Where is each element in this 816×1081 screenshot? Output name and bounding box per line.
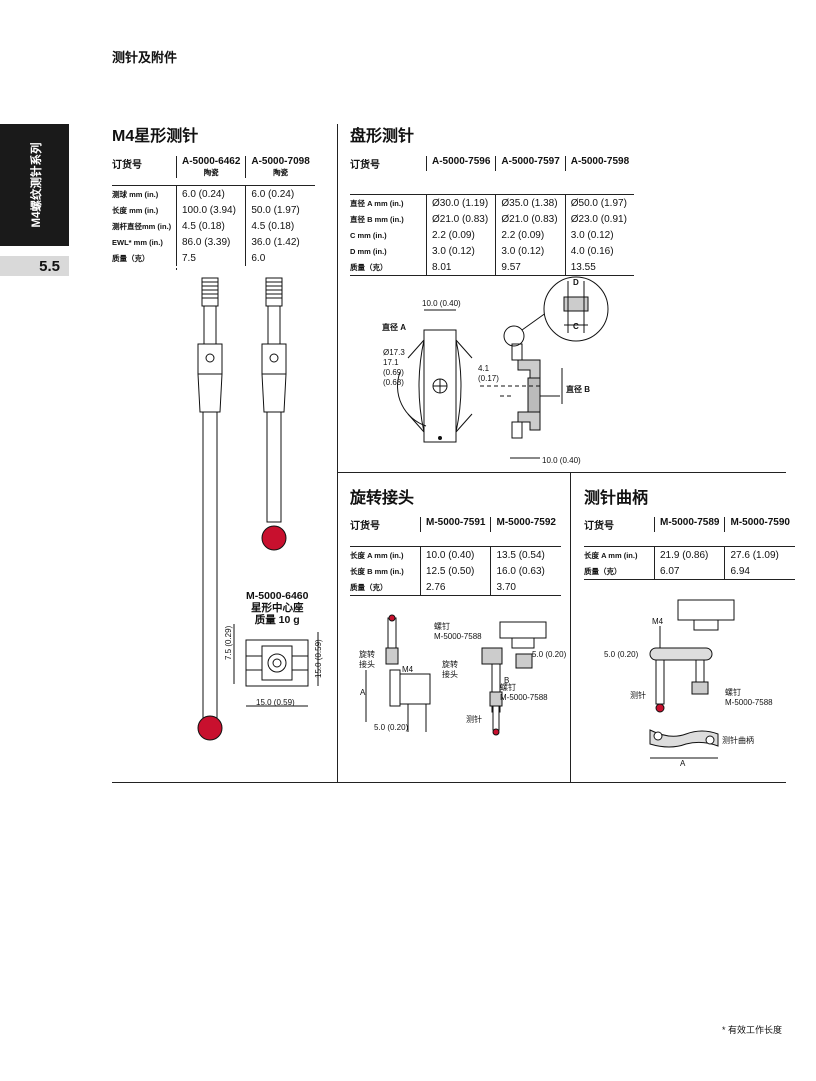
disc-table: 订货号 A-5000-7596 A-5000-7597 A-5000-7598 … [350, 156, 635, 276]
disc-dim-bottom: 10.0 (0.40) [542, 456, 581, 465]
table-row: 质量（克） 7.5 6.0 [112, 250, 315, 266]
ruby-ball-icon [197, 715, 223, 741]
crank-label: 测针曲柄 [722, 736, 754, 745]
swivel-title: 旋转接头 [350, 490, 415, 507]
crank-dim: 5.0 (0.20) [604, 650, 639, 659]
order-label: 订货号 [350, 521, 380, 532]
table-row: 长度 B mm (in.) 12.5 (0.50) 16.0 (0.63) [350, 563, 561, 579]
column-header: M-5000-7591 [419, 517, 491, 532]
order-label: 订货号 [584, 521, 614, 532]
center-dim-height-2: 15.0 (0.59) [314, 639, 323, 678]
table-row: 质量（克） 6.07 6.94 [584, 563, 795, 580]
swivel-table: 订货号 M-5000-7591 M-5000-7592 长度 A mm (in.… [350, 517, 561, 596]
crank-table: 订货号 M-5000-7589 M-5000-7590 长度 A mm (in.… [584, 517, 795, 580]
column-header: A-5000-7596 [425, 156, 496, 171]
table-row: 测杆直径mm (in.) 4.5 (0.18) 4.5 (0.18) [112, 218, 315, 234]
divider-vertical-lower [570, 472, 571, 782]
column-header: M-5000-7592 [490, 517, 561, 532]
footnote: * 有效工作长度 [721, 1025, 782, 1035]
long-stylus [197, 277, 223, 721]
table-row: 质量（克） 8.01 9.57 13.55 [350, 259, 635, 276]
column-header: M-5000-7589 [653, 517, 725, 532]
swivel-b: B [504, 676, 510, 685]
crank-m4: M4 [652, 617, 664, 626]
swivel-joint-label: 旋转接头 [359, 650, 375, 669]
swivel-stylus-label: 测针 [466, 715, 482, 724]
center-block-drawing [233, 624, 319, 707]
page-header: 测针及附件 [112, 50, 178, 65]
short-stylus [261, 277, 287, 523]
disc-detail-drawing [543, 276, 609, 342]
section-number: 5.5 [0, 256, 69, 276]
disc-dim-top: 10.0 (0.40) [422, 299, 461, 308]
swivel-a: A [360, 688, 366, 697]
table-row: 直径 A mm (in.) Ø30.0 (1.19) Ø35.0 (1.38) … [350, 194, 635, 211]
disc-title: 盘形测针 [350, 128, 415, 145]
swivel-dim1: 5.0 (0.20) [374, 723, 409, 732]
ruby-ball-icon [261, 525, 287, 551]
table-row: 直径 B mm (in.) Ø21.0 (0.83) Ø21.0 (0.83) … [350, 211, 635, 227]
center-block-caption: M-5000-6460 星形中心座 质量 10 g [246, 590, 309, 626]
center-dim-height: 7.5 (0.29) [224, 625, 233, 660]
table-row: C mm (in.) 2.2 (0.09) 2.2 (0.09) 3.0 (0.… [350, 227, 635, 243]
table-row: 长度 A mm (in.) 21.9 (0.86) 27.6 (1.09) [584, 546, 795, 563]
disc-drawing [397, 309, 563, 459]
m4-star-stylus-drawing [197, 277, 287, 741]
swivel-dim2: 5.0 (0.20) [532, 650, 567, 659]
column-header: A-5000-7598 [564, 156, 635, 171]
side-tab: M4螺纹测针系列 [0, 124, 69, 246]
swivel-m4: M4 [402, 665, 414, 674]
m4-star-title: M4星形测针 [112, 128, 199, 145]
disc-dia-b-label: 直径 B [566, 385, 590, 394]
center-dim-width: 15.0 (0.59) [256, 698, 295, 707]
swivel-drawing [365, 614, 547, 736]
divider-horizontal-right [338, 472, 786, 473]
crank-title: 测针曲柄 [584, 490, 649, 507]
disc-d-label: D [573, 278, 579, 287]
table-row: D mm (in.) 3.0 (0.12) 3.0 (0.12) 4.0 (0.… [350, 243, 635, 259]
divider-vertical-main [337, 124, 338, 782]
column-header: A-5000-7597 [495, 156, 566, 171]
divider-bottom [112, 782, 786, 783]
side-tab-label: M4螺纹测针系列 [31, 142, 43, 228]
column-header: M-5000-7590 [724, 517, 795, 532]
table-row: EWL* mm (in.) 86.0 (3.39) 36.0 (1.42) [112, 234, 315, 250]
order-label: 订货号 [112, 160, 142, 171]
disc-c-label: C [573, 322, 579, 331]
disc-dia-a-label: 直径 A [382, 323, 406, 332]
table-row: 质量（克） 2.76 3.70 [350, 579, 561, 596]
table-row: 长度 A mm (in.) 10.0 (0.40) 13.5 (0.54) [350, 546, 561, 563]
crank-drawing [649, 599, 735, 759]
crank-a: A [680, 759, 686, 768]
disc-side-dim: 4.1(0.17) [478, 364, 499, 383]
table-row: 测球 mm (in.) 6.0 (0.24) 6.0 (0.24) [112, 185, 315, 202]
table-row: 长度 mm (in.) 100.0 (3.94) 50.0 (1.97) [112, 202, 315, 218]
swivel-joint-label-2: 旋转接头 [442, 660, 458, 679]
crank-stylus-label: 测针 [630, 691, 646, 700]
order-label: 订货号 [350, 160, 380, 171]
